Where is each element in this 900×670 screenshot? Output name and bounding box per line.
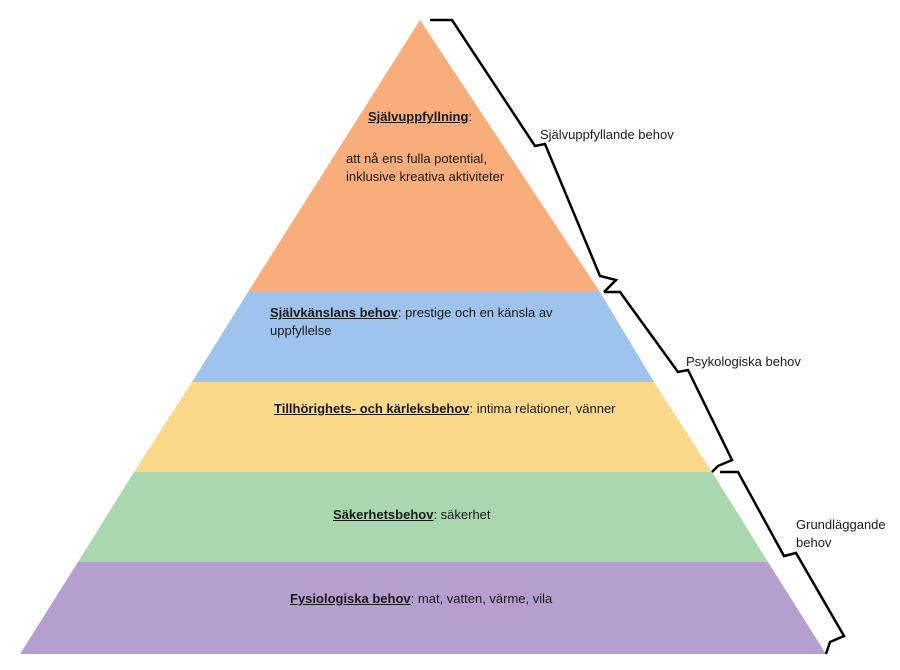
brace-label-psychological: Psykologiska behov (686, 354, 801, 369)
brace-basic (720, 470, 846, 655)
level-safety-text: Säkerhetsbehov: säkerhet (333, 506, 633, 524)
level-belonging-band (134, 382, 712, 472)
level-safety-band (78, 472, 768, 562)
level-esteem-band (192, 292, 654, 382)
brace-self-fulfilling (430, 18, 619, 293)
brace-psychological (604, 290, 734, 473)
level-self-actualization-text: Självuppfyllning: att nå ens fulla poten… (346, 108, 546, 186)
level-belonging-desc: : intima relationer, vänner (469, 401, 616, 416)
level-safety-title: Säkerhetsbehov (333, 507, 434, 522)
brace-label-self-fulfilling: Självuppfyllande behov (540, 127, 674, 142)
level-esteem-desc: : prestige och en känsla av uppfyllelse (270, 305, 553, 338)
level-physiological-text: Fysiologiska behov: mat, vatten, värme, … (290, 590, 650, 608)
level-safety-desc: : säkerhet (433, 507, 491, 522)
level-esteem-title: Självkänslans behov (270, 305, 398, 320)
level-physiological-band (20, 562, 826, 654)
level-physiological-desc: : mat, vatten, värme, vila (410, 591, 553, 606)
level-self-actualization-desc: att nå ens fulla potential, inklusive kr… (346, 151, 505, 184)
level-self-actualization-band (248, 20, 600, 292)
brace-label-basic: Grundläggande behov (796, 517, 886, 550)
level-self-actualization-colon: : (468, 109, 473, 124)
level-physiological-title: Fysiologiska behov (290, 591, 411, 606)
level-self-actualization-title: Självuppfyllning (368, 109, 469, 124)
level-belonging-title: Tillhörighets- och kärleksbehov (274, 401, 470, 416)
level-esteem-text: Självkänslans behov: prestige och en kän… (270, 304, 580, 340)
level-belonging-text: Tillhörighets- och kärleksbehov: intima … (274, 400, 634, 418)
